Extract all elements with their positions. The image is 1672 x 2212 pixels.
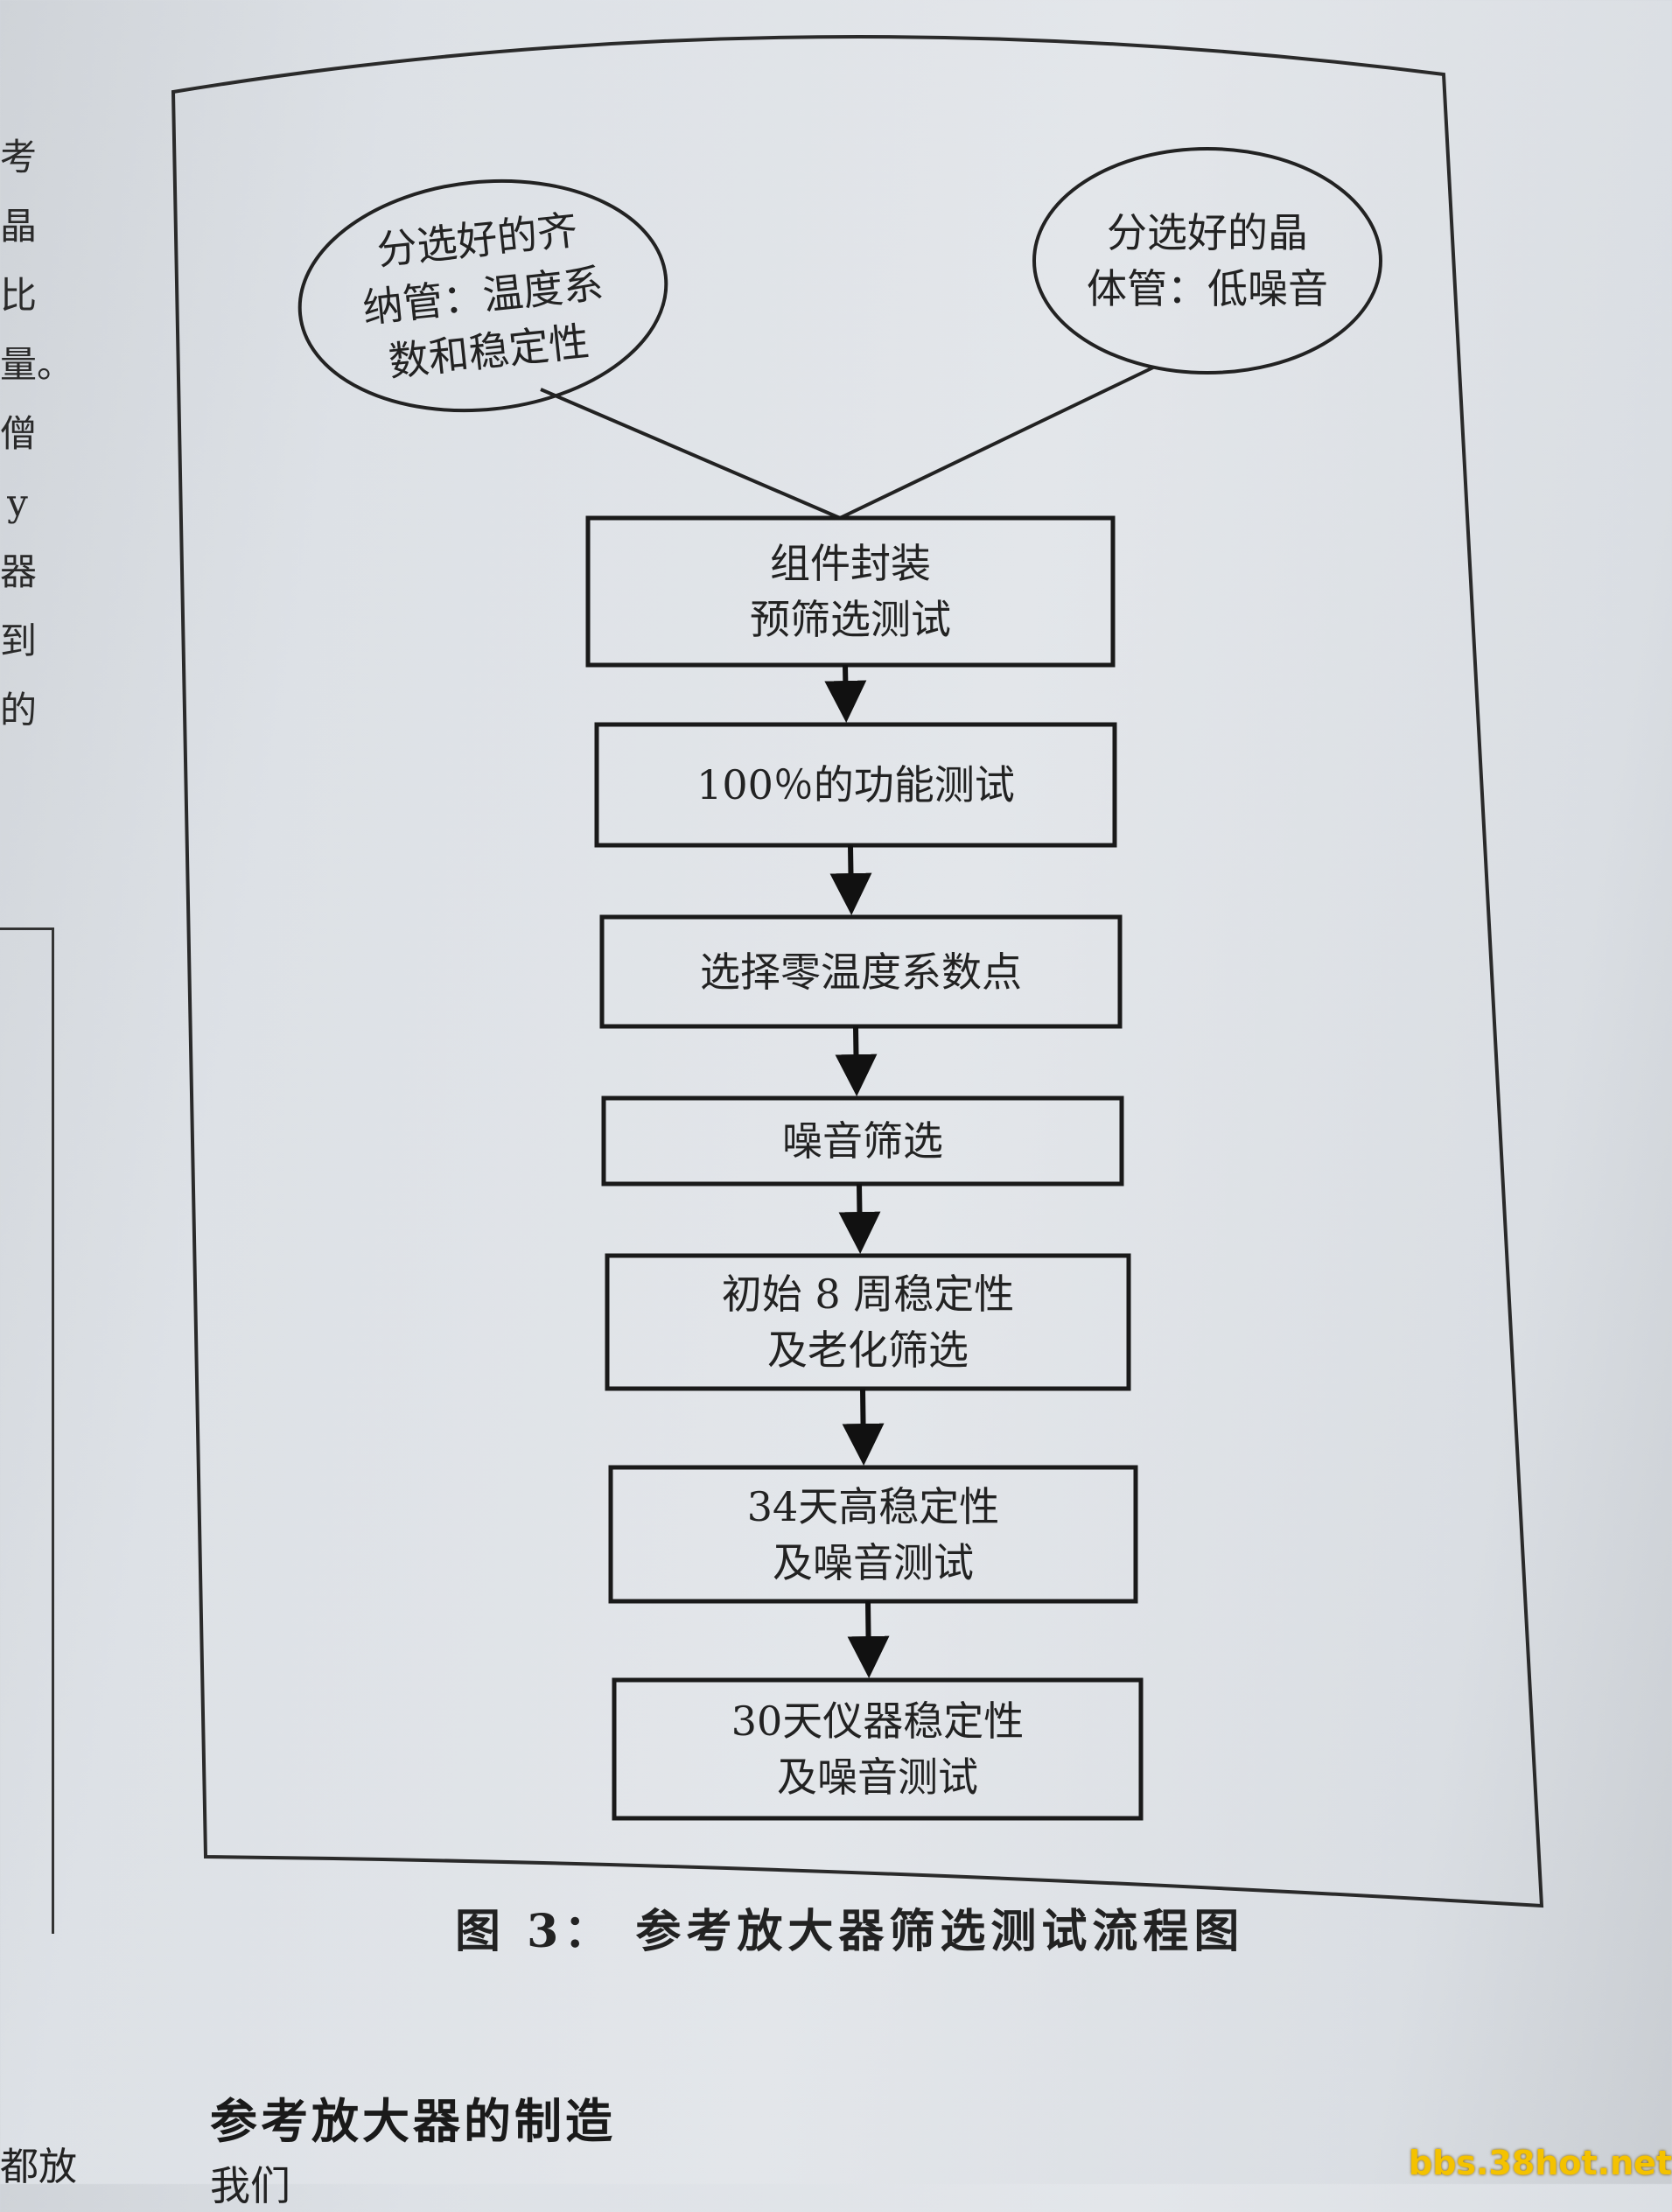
section-heading: 参考放大器的制造 (210, 2093, 616, 2149)
flow-arrow (824, 664, 867, 723)
node-line: 预筛选测试 (750, 596, 951, 643)
ellipse-left-shape (297, 178, 668, 413)
flowchart-graphics (171, 35, 1544, 1908)
margin-char: 晶 (0, 205, 38, 248)
page-edge-left (0, 928, 54, 1934)
step-box (612, 1677, 1144, 1821)
ellipse-right-label: 分选好的晶 体管：低噪音 (1059, 191, 1356, 331)
flow-arrow (835, 1026, 878, 1096)
node-line: 选择零温度系数点 (700, 948, 1022, 996)
node-line: 及噪音测试 (773, 1538, 974, 1586)
node-line: 组件封装 (770, 540, 931, 587)
step-4-label: 噪音筛选 (604, 1098, 1122, 1184)
node-line: 100％的功能测试 (696, 761, 1015, 808)
step-box (599, 914, 1123, 1029)
step-2-label: 100％的功能测试 (597, 724, 1115, 845)
node-line: 体管：低噪音 (1087, 265, 1328, 312)
node-line: 初始 8 周稳定性 (721, 1270, 1015, 1318)
body-text-cut: 我们 (210, 2162, 290, 2209)
node-line: 及噪音测试 (777, 1754, 978, 1801)
margin-char: y (7, 481, 28, 524)
left-margin-bottom-text: 都放 (0, 2145, 77, 2189)
step-box (601, 1096, 1124, 1186)
margin-char: 考 (0, 136, 38, 178)
flow-arrow (838, 1183, 881, 1254)
step-box (605, 1253, 1131, 1391)
ellipse-left-label: 分选好的齐 纳管：温度系 数和稳定性 (318, 192, 649, 400)
figure-caption: 图 3： 参考放大器筛选测试流程图 (455, 1905, 1245, 1958)
flow-arrow (847, 1600, 890, 1678)
step-box (594, 722, 1117, 848)
step-3-label: 选择零温度系数点 (602, 917, 1120, 1026)
margin-char: 僧 (0, 412, 38, 455)
step-box (608, 1465, 1138, 1604)
step-1-label: 组件封装 预筛选测试 (588, 518, 1113, 665)
node-line: 30天仪器稳定性 (731, 1698, 1025, 1745)
node-line: 及老化筛选 (767, 1326, 969, 1374)
node-line: 34天高稳定性 (746, 1482, 1000, 1530)
node-line: 分选好的晶 (1107, 209, 1308, 256)
step-5-label: 初始 8 周稳定性 及老化筛选 (607, 1256, 1129, 1389)
step-box (585, 515, 1116, 668)
flow-arrow (842, 1388, 885, 1466)
margin-char: 比 (0, 274, 38, 317)
margin-char: 器 (0, 550, 38, 593)
ellipse-right-shape (1032, 147, 1382, 374)
watermark: bbs.38hot.net (1409, 2144, 1672, 2182)
connector-left (540, 388, 841, 520)
connector-right (839, 366, 1154, 520)
margin-char: 到 (0, 620, 38, 662)
flow-arrow (829, 844, 872, 915)
step-6-label: 34天高稳定性 及噪音测试 (611, 1467, 1136, 1601)
diagram-border (171, 35, 1544, 1908)
step-7-label: 30天仪器稳定性 及噪音测试 (614, 1680, 1141, 1818)
margin-char: 的 (0, 689, 38, 732)
node-line: 噪音筛选 (782, 1117, 943, 1165)
